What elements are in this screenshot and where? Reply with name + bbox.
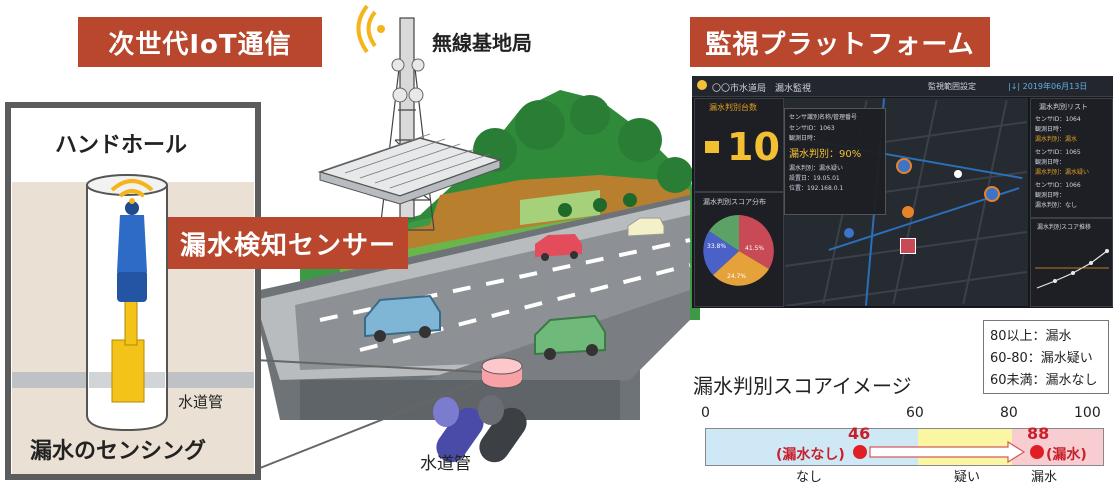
zone-leak bbox=[1012, 429, 1103, 465]
list-item[interactable]: 観測日時： bbox=[1035, 126, 1066, 133]
zone-label-leak: 漏水 bbox=[1031, 470, 1058, 485]
sensor-banner: 漏水検知センサー bbox=[168, 217, 408, 269]
list-item[interactable]: センサID：1065 bbox=[1035, 149, 1081, 156]
popup-line: センサID：1063 bbox=[789, 125, 835, 132]
scale-tick-60: 60 bbox=[906, 405, 924, 421]
map-marker[interactable] bbox=[902, 206, 914, 218]
header-center[interactable]: 監視範囲設定 bbox=[928, 82, 976, 91]
popup-line: 設置日：19.05.01 bbox=[789, 175, 840, 182]
pie-chart bbox=[703, 214, 774, 286]
count-panel-title: 漏水判別台数 bbox=[709, 103, 757, 112]
pie-pct2: 33.8% bbox=[707, 243, 727, 250]
list-title: 漏水判別リスト bbox=[1039, 103, 1088, 111]
high-score-value: 88 bbox=[1027, 424, 1050, 443]
map-marker-selected[interactable] bbox=[900, 238, 916, 254]
pie-panel: 漏水判別スコア分布 41.5% 33.8% 24.7% bbox=[694, 192, 784, 307]
map-marker[interactable] bbox=[896, 158, 912, 174]
trend-chart bbox=[1035, 233, 1109, 301]
leak-drop-icon bbox=[705, 141, 719, 153]
low-score-label: (漏水なし) bbox=[776, 447, 845, 463]
pipe-label-road: 水道管 bbox=[420, 454, 471, 474]
map-marker[interactable] bbox=[844, 228, 854, 238]
list-item[interactable]: センサID：1066 bbox=[1035, 182, 1081, 189]
legend-line-none: 60未満：漏水なし bbox=[990, 373, 1098, 388]
app-logo-icon bbox=[697, 80, 707, 90]
dashboard-screenshot: 〇〇市水道局 漏水監視 監視範囲設定 |↓| 2019年06月13日 漏水判別台… bbox=[692, 76, 1113, 308]
high-score-marker bbox=[1030, 445, 1044, 459]
list-item[interactable]: 観測日時： bbox=[1035, 159, 1066, 166]
handhole-label: ハンドホール bbox=[55, 133, 188, 158]
platform-banner: 監視プラットフォーム bbox=[690, 17, 990, 67]
scale-bar bbox=[705, 428, 1104, 466]
app-name: 〇〇市水道局 漏水監視 bbox=[712, 84, 812, 94]
pie-pct1: 41.5% bbox=[745, 245, 765, 252]
list-item[interactable]: センサID：1064 bbox=[1035, 116, 1081, 123]
sensor-popup: センサ識別名称/管理番号 センサID：1063 観測日時： 漏水判別：90% 漏… bbox=[784, 108, 886, 215]
dashboard-header: 〇〇市水道局 漏水監視 監視範囲設定 |↓| 2019年06月13日 bbox=[692, 76, 1113, 97]
low-score-marker bbox=[853, 445, 867, 459]
list-item[interactable]: 漏水判別：漏水疑い bbox=[1035, 169, 1090, 176]
trend-title: 漏水判別スコア推移 bbox=[1037, 224, 1092, 231]
low-score-value: 46 bbox=[848, 424, 871, 443]
base-station-label: 無線基地局 bbox=[432, 31, 532, 55]
score-legend: 80以上：漏水 60-80：漏水疑い 60未満：漏水なし bbox=[983, 320, 1109, 394]
list-item[interactable]: 漏水判別：なし bbox=[1035, 202, 1078, 209]
scale-tick-0: 0 bbox=[701, 405, 710, 421]
big-number: 10 bbox=[727, 125, 780, 169]
popup-line: 漏水判別：漏水疑い bbox=[789, 165, 844, 172]
map-marker[interactable] bbox=[954, 170, 962, 178]
popup-line: 観測日時： bbox=[789, 135, 820, 142]
high-score-label: (漏水) bbox=[1046, 447, 1087, 463]
popup-score: 漏水判別：90% bbox=[789, 149, 862, 160]
legend-line-suspect: 60-80：漏水疑い bbox=[990, 351, 1093, 366]
score-arrow bbox=[869, 440, 1026, 464]
zone-label-none: なし bbox=[796, 470, 823, 485]
list-panel: 漏水判別リスト センサID：1064 観測日時： 漏水判別：漏水 センサID：1… bbox=[1030, 98, 1113, 218]
list-item[interactable]: 観測日時： bbox=[1035, 192, 1066, 199]
list-item[interactable]: 漏水判別：漏水 bbox=[1035, 136, 1078, 143]
pipe-label-handhole: 水道管 bbox=[178, 393, 224, 411]
scale-tick-100: 100 bbox=[1074, 405, 1101, 421]
popup-line: 位置：192.168.0.1 bbox=[789, 185, 844, 192]
sensing-label: 漏水のセンシング bbox=[30, 439, 207, 464]
popup-title: センサ識別名称/管理番号 bbox=[789, 114, 858, 121]
scale-tick-80: 80 bbox=[1000, 405, 1018, 421]
iot-banner: 次世代IoT通信 bbox=[78, 17, 322, 67]
pie-pct3: 24.7% bbox=[727, 273, 747, 280]
count-panel: 漏水判別台数 10 bbox=[694, 98, 784, 192]
map-panel[interactable]: センサ識別名称/管理番号 センサID：1063 観測日時： 漏水判別：90% 漏… bbox=[784, 98, 1028, 306]
header-date[interactable]: |↓| 2019年06月13日 bbox=[1008, 82, 1088, 91]
scale-title: 漏水判別スコアイメージ bbox=[693, 374, 912, 398]
pie-title: 漏水判別スコア分布 bbox=[703, 198, 766, 206]
trend-panel: 漏水判別スコア推移 bbox=[1030, 218, 1113, 307]
legend-line-leak: 80以上：漏水 bbox=[990, 329, 1072, 344]
zone-label-suspect: 疑い bbox=[954, 470, 981, 485]
map-marker[interactable] bbox=[984, 186, 1000, 202]
